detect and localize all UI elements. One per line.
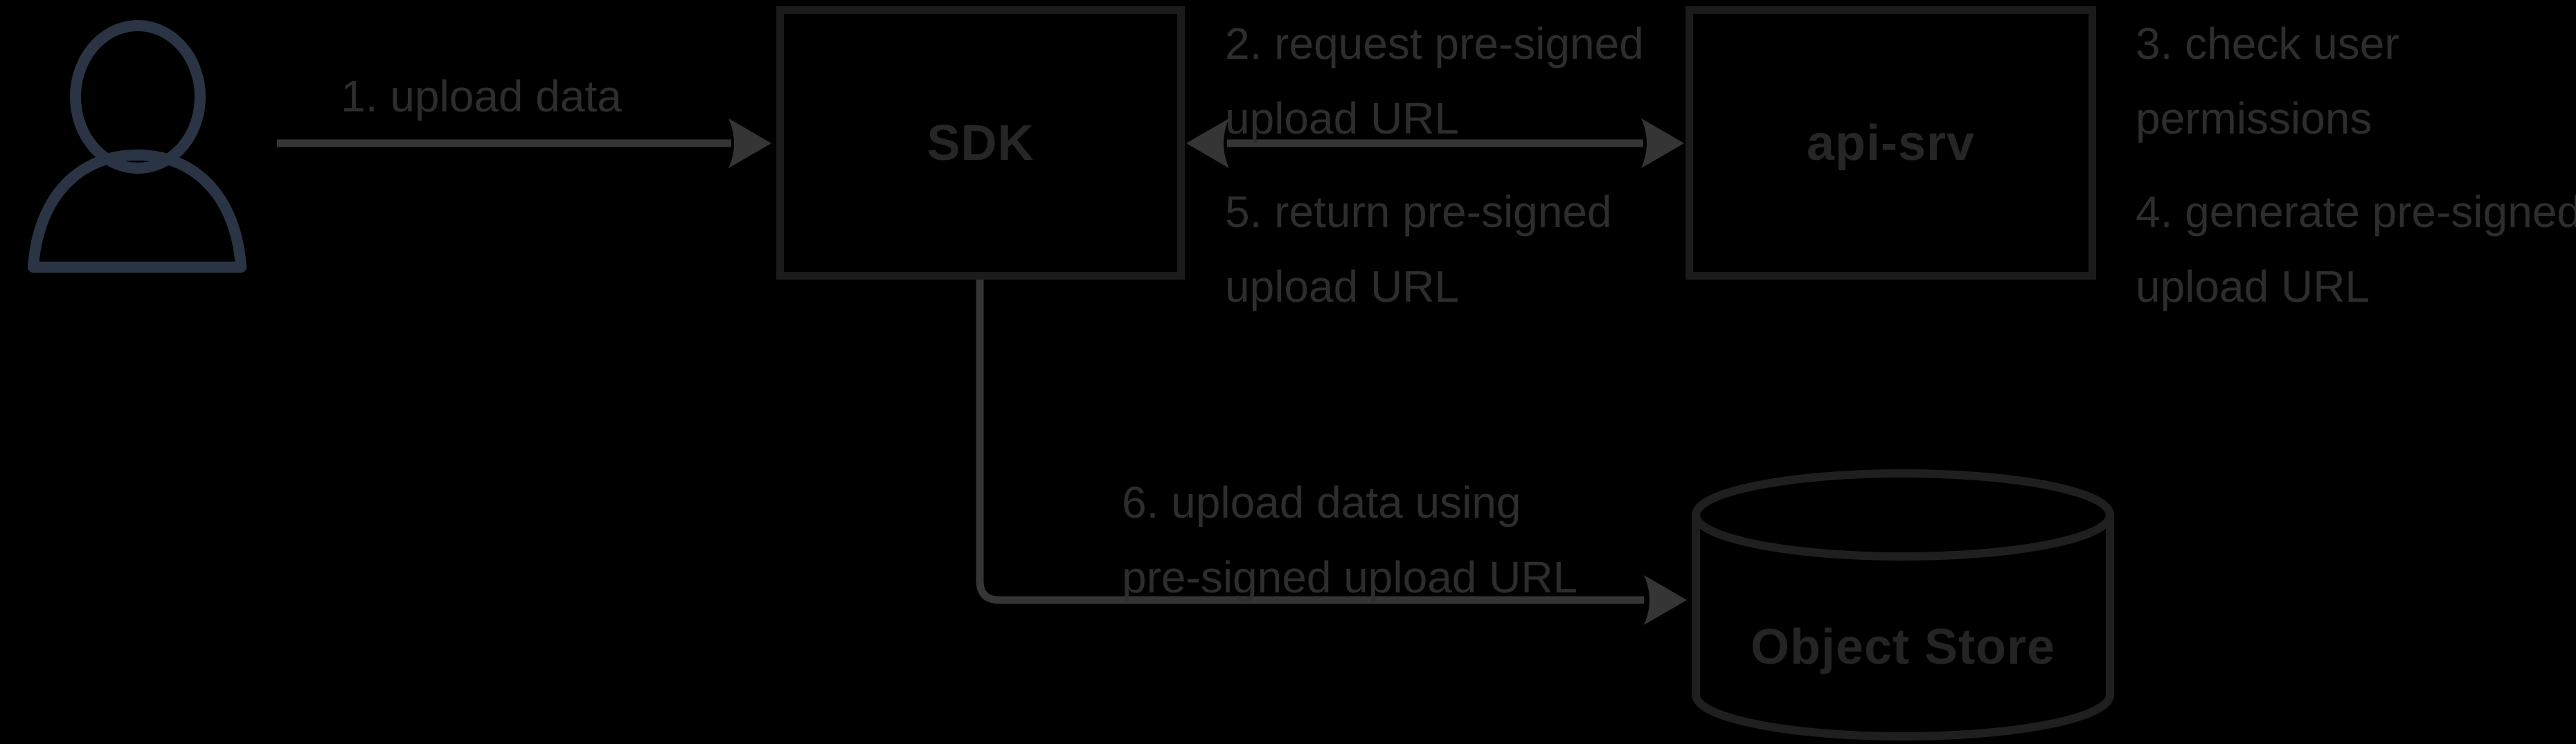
- arrow-upload-presigned: [976, 280, 1687, 625]
- step-5-line-1: 5. return pre-signed: [1225, 187, 1612, 237]
- step-2-line-2: upload URL: [1225, 93, 1459, 143]
- arrow-request-return: [1186, 118, 1684, 168]
- step-5-label: 5. return pre-signed upload URL: [1225, 174, 1612, 324]
- step-4-line-2: upload URL: [2136, 262, 2370, 311]
- arrow-upload-data-head: [728, 118, 771, 168]
- step-2-line-1: 2. request pre-signed: [1225, 19, 1644, 69]
- user-icon: [28, 20, 247, 273]
- step-1-label: 1. upload data: [319, 59, 644, 134]
- arrow-upload-data: [277, 118, 771, 168]
- object-store-cylinder: [1692, 469, 2114, 741]
- step-3-line-1: 3. check user: [2136, 19, 2399, 69]
- step-3-line-2: permissions: [2136, 93, 2372, 143]
- step-1-line-1: 1. upload data: [341, 71, 622, 121]
- object-store-cylinder-rim: [1692, 514, 2114, 561]
- sdk-box: [776, 6, 1185, 280]
- step-4-line-1: 4. generate pre-signed: [2136, 187, 2576, 237]
- step-5-line-2: upload URL: [1225, 262, 1459, 311]
- arrow-upload-presigned-line: [976, 280, 1644, 604]
- step-6-label: 6. upload data using pre-signed upload U…: [1122, 465, 1577, 615]
- arrow-upload-presigned-head: [1644, 575, 1687, 625]
- step-6-line-1: 6. upload data using: [1122, 478, 1521, 527]
- step-3-label: 3. check user permissions: [2136, 6, 2399, 156]
- user-head: [70, 20, 206, 174]
- arrow-request-return-head-right: [1641, 118, 1684, 168]
- api-srv-box: [1685, 6, 2096, 280]
- step-2-label: 2. request pre-signed upload URL: [1225, 6, 1644, 156]
- object-store-cylinder-body: [1692, 469, 2114, 741]
- step-4-label: 4. generate pre-signed upload URL: [2136, 174, 2576, 324]
- arrow-request-return-head-left: [1186, 118, 1229, 168]
- user-body: [28, 149, 247, 273]
- step-6-line-2: pre-signed upload URL: [1122, 552, 1578, 602]
